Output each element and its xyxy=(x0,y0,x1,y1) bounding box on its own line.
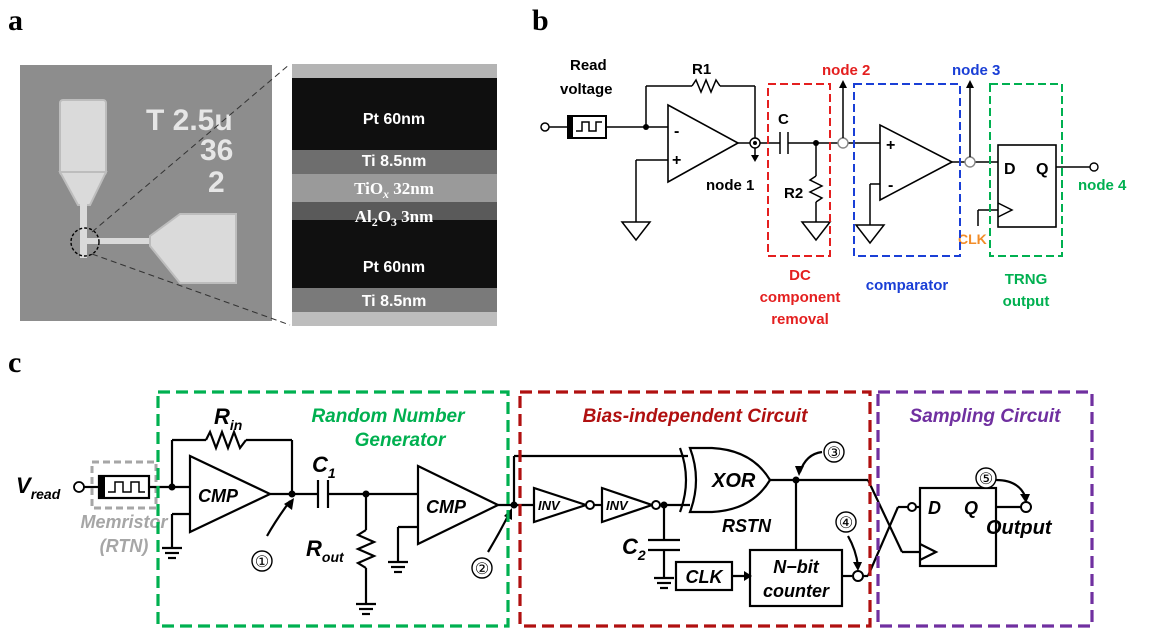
rng-section-box xyxy=(156,390,510,628)
ff-c-d: D xyxy=(928,498,941,518)
sampling-section-box xyxy=(876,390,1094,628)
cmp2-symbol xyxy=(416,464,501,546)
dc-label-line2: component xyxy=(760,289,841,306)
sem-stamp: T 2.5u 36 2 xyxy=(146,104,233,199)
c1-label: C1 xyxy=(312,452,336,481)
r1-label: R1 xyxy=(692,61,711,78)
bias-title: Bias-independent Circuit xyxy=(583,406,809,427)
clk-label-c: CLK xyxy=(686,567,725,587)
panel-label-b: b xyxy=(532,4,549,37)
inv1-symbol xyxy=(532,486,590,524)
sem-micrograph: T 2.5u 36 2 xyxy=(20,65,272,321)
node1-label: node 1 xyxy=(706,177,754,194)
inv2-label: INV xyxy=(606,498,629,513)
memristor-symbol xyxy=(97,474,151,500)
panel-label-c: c xyxy=(8,346,21,379)
trng-label-line2: output xyxy=(1003,293,1050,310)
mark-1: ① xyxy=(255,554,269,571)
zoom-line-top xyxy=(91,63,291,233)
tem-layer-tiox: TiOx 32nm xyxy=(354,179,434,201)
tem-layer-ti-bottom: Ti 8.5nm xyxy=(362,293,427,310)
cmp2-label: CMP xyxy=(426,497,467,517)
opamp1-minus: - xyxy=(674,123,679,140)
c-label: C xyxy=(778,111,789,128)
circuit-c: Vread Memristor (RTN) Rin CMP ① xyxy=(16,390,1094,628)
cmp1-symbol xyxy=(188,454,273,534)
opamp-inverting-amplifier xyxy=(667,103,740,184)
mark-3: ③ xyxy=(827,445,841,462)
output-label: Output xyxy=(986,517,1053,539)
inv1-label: INV xyxy=(538,498,561,513)
mark-4: ④ xyxy=(839,515,853,532)
inv2-symbol xyxy=(600,486,656,524)
ground-1 xyxy=(620,221,652,242)
read-voltage-label-line1: Read xyxy=(570,57,607,74)
dc-label-line1: DC xyxy=(789,267,811,284)
trng-label-line1: TRNG xyxy=(1005,271,1048,288)
ff-c-q: Q xyxy=(964,498,978,518)
mark-5: ⑤ xyxy=(979,471,993,488)
tem-layer-pt-bottom: Pt 60nm xyxy=(363,259,425,276)
circuit-b: Read voltage R1 - + node 1 C R2 xyxy=(540,57,1127,328)
opamp1-plus: + xyxy=(672,152,681,169)
counter-label-line1: N−bit xyxy=(773,557,820,577)
rin-label: Rin xyxy=(214,404,242,433)
tem-layer-ti-top: Ti 8.5nm xyxy=(362,153,427,170)
mark-2: ② xyxy=(475,561,489,578)
sampling-title: Sampling Circuit xyxy=(910,406,1062,427)
ff-b-d: D xyxy=(1004,161,1016,178)
ground-3 xyxy=(854,224,886,245)
sem-stamp-line3: 2 xyxy=(208,166,225,199)
tem-layer-pt-top: Pt 60nm xyxy=(363,111,425,128)
rtn-label: (RTN) xyxy=(100,536,149,556)
d-flip-flop-b xyxy=(997,144,1057,228)
clk-label-b: CLK xyxy=(958,231,987,247)
cmp1-label: CMP xyxy=(198,486,239,506)
c2-label: C2 xyxy=(622,534,646,563)
comparator-box xyxy=(853,83,961,257)
counter-label-line2: counter xyxy=(763,581,830,601)
node3-label: node 3 xyxy=(952,62,1000,79)
node4-label: node 4 xyxy=(1078,177,1127,194)
tem-cross-section: Pt 60nm Ti 8.5nm TiOx 32nm Al2O3 3nm Pt … xyxy=(292,64,497,326)
dc-label-line3: removal xyxy=(771,311,829,328)
xor-label: XOR xyxy=(711,470,756,492)
rstn-label: RSTN xyxy=(722,516,772,536)
zoom-line-bottom xyxy=(91,253,291,326)
node2-label: node 2 xyxy=(822,62,870,79)
memristor-label: Memristor xyxy=(80,512,168,532)
sem-stamp-line2: 36 xyxy=(200,134,233,167)
r2-label: R2 xyxy=(784,185,803,202)
ff-b-q: Q xyxy=(1036,161,1048,178)
tem-layer-al2o3: Al2O3 3nm xyxy=(355,207,434,229)
read-voltage-source-symbol xyxy=(567,115,607,139)
comparator-plus: + xyxy=(886,137,895,154)
sem-stamp-line1: T 2.5u xyxy=(146,104,233,137)
xor-gate-symbol xyxy=(678,446,772,514)
rng-title-line2: Generator xyxy=(355,430,447,451)
dc-removal-box xyxy=(767,83,831,257)
ground-2 xyxy=(800,221,832,242)
panel-label-a: a xyxy=(8,4,23,37)
comparator-label: comparator xyxy=(866,277,949,294)
n-bit-counter xyxy=(748,548,844,608)
trng-output-box xyxy=(989,83,1063,257)
rout-label: Rout xyxy=(306,536,345,565)
rng-title-line1: Random Number xyxy=(311,406,466,427)
opamp-comparator xyxy=(879,123,954,202)
read-voltage-label-line2: voltage xyxy=(560,81,613,98)
vread-label: Vread xyxy=(16,473,61,502)
bias-independent-section-box xyxy=(518,390,872,628)
comparator-minus: - xyxy=(888,177,893,194)
